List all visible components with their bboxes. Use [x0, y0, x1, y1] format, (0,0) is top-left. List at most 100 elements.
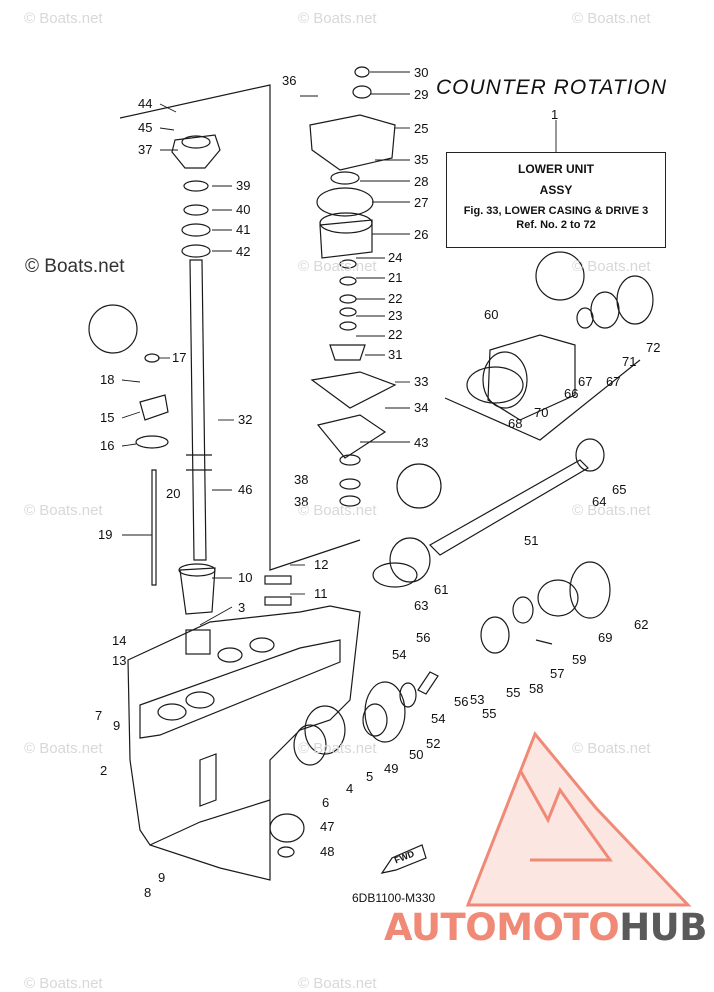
part-number-51: 51: [524, 533, 538, 548]
drive-shaft: [189, 259, 207, 561]
part-number-8: 8: [144, 885, 151, 900]
part-number-26: 26: [414, 227, 428, 242]
ref-number: 1: [551, 107, 559, 122]
gasket: [316, 414, 387, 459]
part-number-19: 19: [98, 527, 112, 542]
part-number-35: 35: [414, 152, 428, 167]
part-number-48: 48: [320, 844, 334, 859]
shift-rod: [151, 469, 157, 586]
part-number-67: 67: [578, 374, 592, 389]
part-number-42: 42: [236, 244, 250, 259]
part-number-22: 22: [388, 291, 402, 306]
part-number-5: 5: [366, 769, 373, 784]
forward-gear: [569, 561, 611, 619]
part-number-22: 22: [388, 327, 402, 342]
part-number-29: 29: [414, 87, 428, 102]
part-number-50: 50: [409, 747, 423, 762]
part-number-56: 56: [454, 694, 468, 709]
part-number-11: 11: [314, 586, 328, 601]
part-number-23: 23: [388, 308, 402, 323]
part-number-44: 44: [138, 96, 152, 111]
part-number-9: 9: [158, 870, 165, 885]
part-number-37: 37: [138, 142, 152, 157]
part-number-70: 70: [534, 405, 548, 420]
part-number-66: 66: [564, 386, 578, 401]
watermark: © Boats.net: [572, 10, 651, 27]
part-number-38: 38: [294, 494, 308, 509]
part-number-43: 43: [414, 435, 428, 450]
part-number-60: 60: [484, 307, 498, 322]
part-number-24: 24: [388, 250, 402, 265]
pump-liner: [319, 219, 373, 259]
part-number-30: 30: [414, 65, 428, 80]
part-number-55: 55: [482, 706, 496, 721]
watermark: © Boats.net: [24, 740, 103, 757]
part-number-64: 64: [592, 494, 606, 509]
watermark: © Boats.net: [298, 502, 377, 519]
propeller-shaft: [429, 459, 589, 556]
watermark: © Boats.net: [572, 740, 651, 757]
part-number-3: 3: [238, 600, 245, 615]
part-number-54: 54: [392, 647, 406, 662]
part-number-67: 67: [606, 374, 620, 389]
part-number-55: 55: [506, 685, 520, 700]
part-number-56: 56: [416, 630, 430, 645]
part-number-10: 10: [238, 570, 252, 585]
part-number-52: 52: [426, 736, 440, 751]
brand-part2: HUB: [619, 906, 707, 949]
part-number-39: 39: [236, 178, 250, 193]
part-number-33: 33: [414, 374, 428, 389]
part-number-71: 71: [622, 354, 636, 369]
part-number-13: 13: [112, 653, 126, 668]
part-number-12: 12: [314, 557, 328, 572]
part-number-41: 41: [236, 222, 250, 237]
part-number-53: 53: [470, 692, 484, 707]
part-number-65: 65: [612, 482, 626, 497]
bearing-carrier: [487, 334, 576, 421]
part-number-20: 20: [166, 486, 180, 501]
watermark: © Boats.net: [572, 502, 651, 519]
part-number-61: 61: [434, 582, 448, 597]
part-number-14: 14: [112, 633, 126, 648]
ref-line-2: ASSY: [539, 183, 573, 197]
part-number-57: 57: [550, 666, 564, 681]
watermark: © Boats.net: [572, 258, 651, 275]
impeller: [329, 344, 366, 361]
casing-plate: [139, 639, 341, 739]
part-number-7: 7: [95, 708, 102, 723]
part-number-27: 27: [414, 195, 428, 210]
ref-line-3: Fig. 33, LOWER CASING & DRIVE 3: [463, 205, 649, 217]
brand-logo: [465, 731, 692, 907]
watermark: © Boats.net: [24, 10, 103, 27]
part-number-69: 69: [598, 630, 612, 645]
part-number-25: 25: [414, 121, 428, 136]
part-number-72: 72: [646, 340, 660, 355]
brand-part1: AUTOMOTO: [384, 906, 620, 949]
part-number-54: 54: [431, 711, 445, 726]
ref-line-4: Ref. No. 2 to 72: [516, 219, 596, 231]
part-number-18: 18: [100, 372, 114, 387]
ref-line-1: LOWER UNIT: [518, 162, 594, 176]
outer-plate: [310, 371, 397, 409]
part-number-59: 59: [572, 652, 586, 667]
section-outline: [119, 84, 361, 571]
part-number-62: 62: [634, 617, 648, 632]
part-number-21: 21: [388, 270, 402, 285]
pinion: [269, 813, 305, 843]
part-number-47: 47: [320, 819, 334, 834]
part-number-49: 49: [384, 761, 398, 776]
part-number-31: 31: [388, 347, 402, 362]
part-number-6: 6: [322, 795, 329, 810]
part-number-68: 68: [508, 416, 522, 431]
part-number-2: 2: [100, 763, 107, 778]
watermark: © Boats.net: [298, 740, 377, 757]
watermark: © Boats.net: [298, 975, 377, 992]
part-number-32: 32: [238, 412, 252, 427]
pump-housing: [309, 114, 396, 171]
part-number-9: 9: [113, 718, 120, 733]
part-number-17: 17: [172, 350, 186, 365]
part-number-58: 58: [529, 681, 543, 696]
watermark-left: © Boats.net: [25, 256, 125, 277]
diagram-title: COUNTER ROTATION: [436, 76, 668, 99]
brand-wordmark: AUTOMOTOHUB: [384, 906, 707, 949]
